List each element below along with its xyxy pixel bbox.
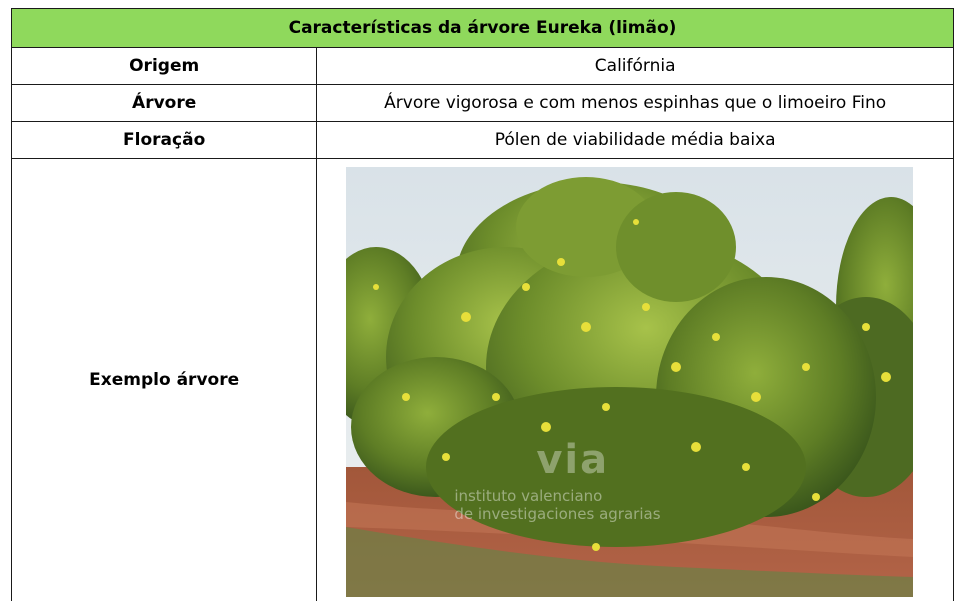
watermark-logo: via <box>536 437 610 483</box>
row-value-origem: Califórnia <box>316 47 954 85</box>
characteristics-table: Características da árvore Eureka (limão)… <box>10 8 954 601</box>
table-title: Características da árvore Eureka (limão) <box>11 8 954 48</box>
lemon-tree-photo: via instituto valenciano de investigacio… <box>346 167 914 597</box>
row-value-floracao: Pólen de viabilidade média baixa <box>316 121 954 159</box>
row-value-arvore: Árvore vigorosa e com menos espinhas que… <box>316 84 954 122</box>
watermark-line2: de investigaciones agrarias <box>454 505 661 523</box>
table-title-row: Características da árvore Eureka (limão) <box>11 8 954 48</box>
lemon-tree-illustration <box>346 167 914 597</box>
row-value-exemplo: via instituto valenciano de investigacio… <box>316 158 954 601</box>
table-row: Exemplo árvore <box>10 158 954 601</box>
watermark-line1: instituto valenciano <box>454 487 603 505</box>
table-row: Origem Califórnia <box>10 47 954 85</box>
row-label-arvore: Árvore <box>10 84 318 122</box>
table-row: Floração Pólen de viabilidade média baix… <box>10 121 954 159</box>
row-label-exemplo: Exemplo árvore <box>10 158 318 601</box>
table-row: Árvore Árvore vigorosa e com menos espin… <box>10 84 954 122</box>
row-label-origem: Origem <box>10 47 318 85</box>
row-label-floracao: Floração <box>10 121 318 159</box>
